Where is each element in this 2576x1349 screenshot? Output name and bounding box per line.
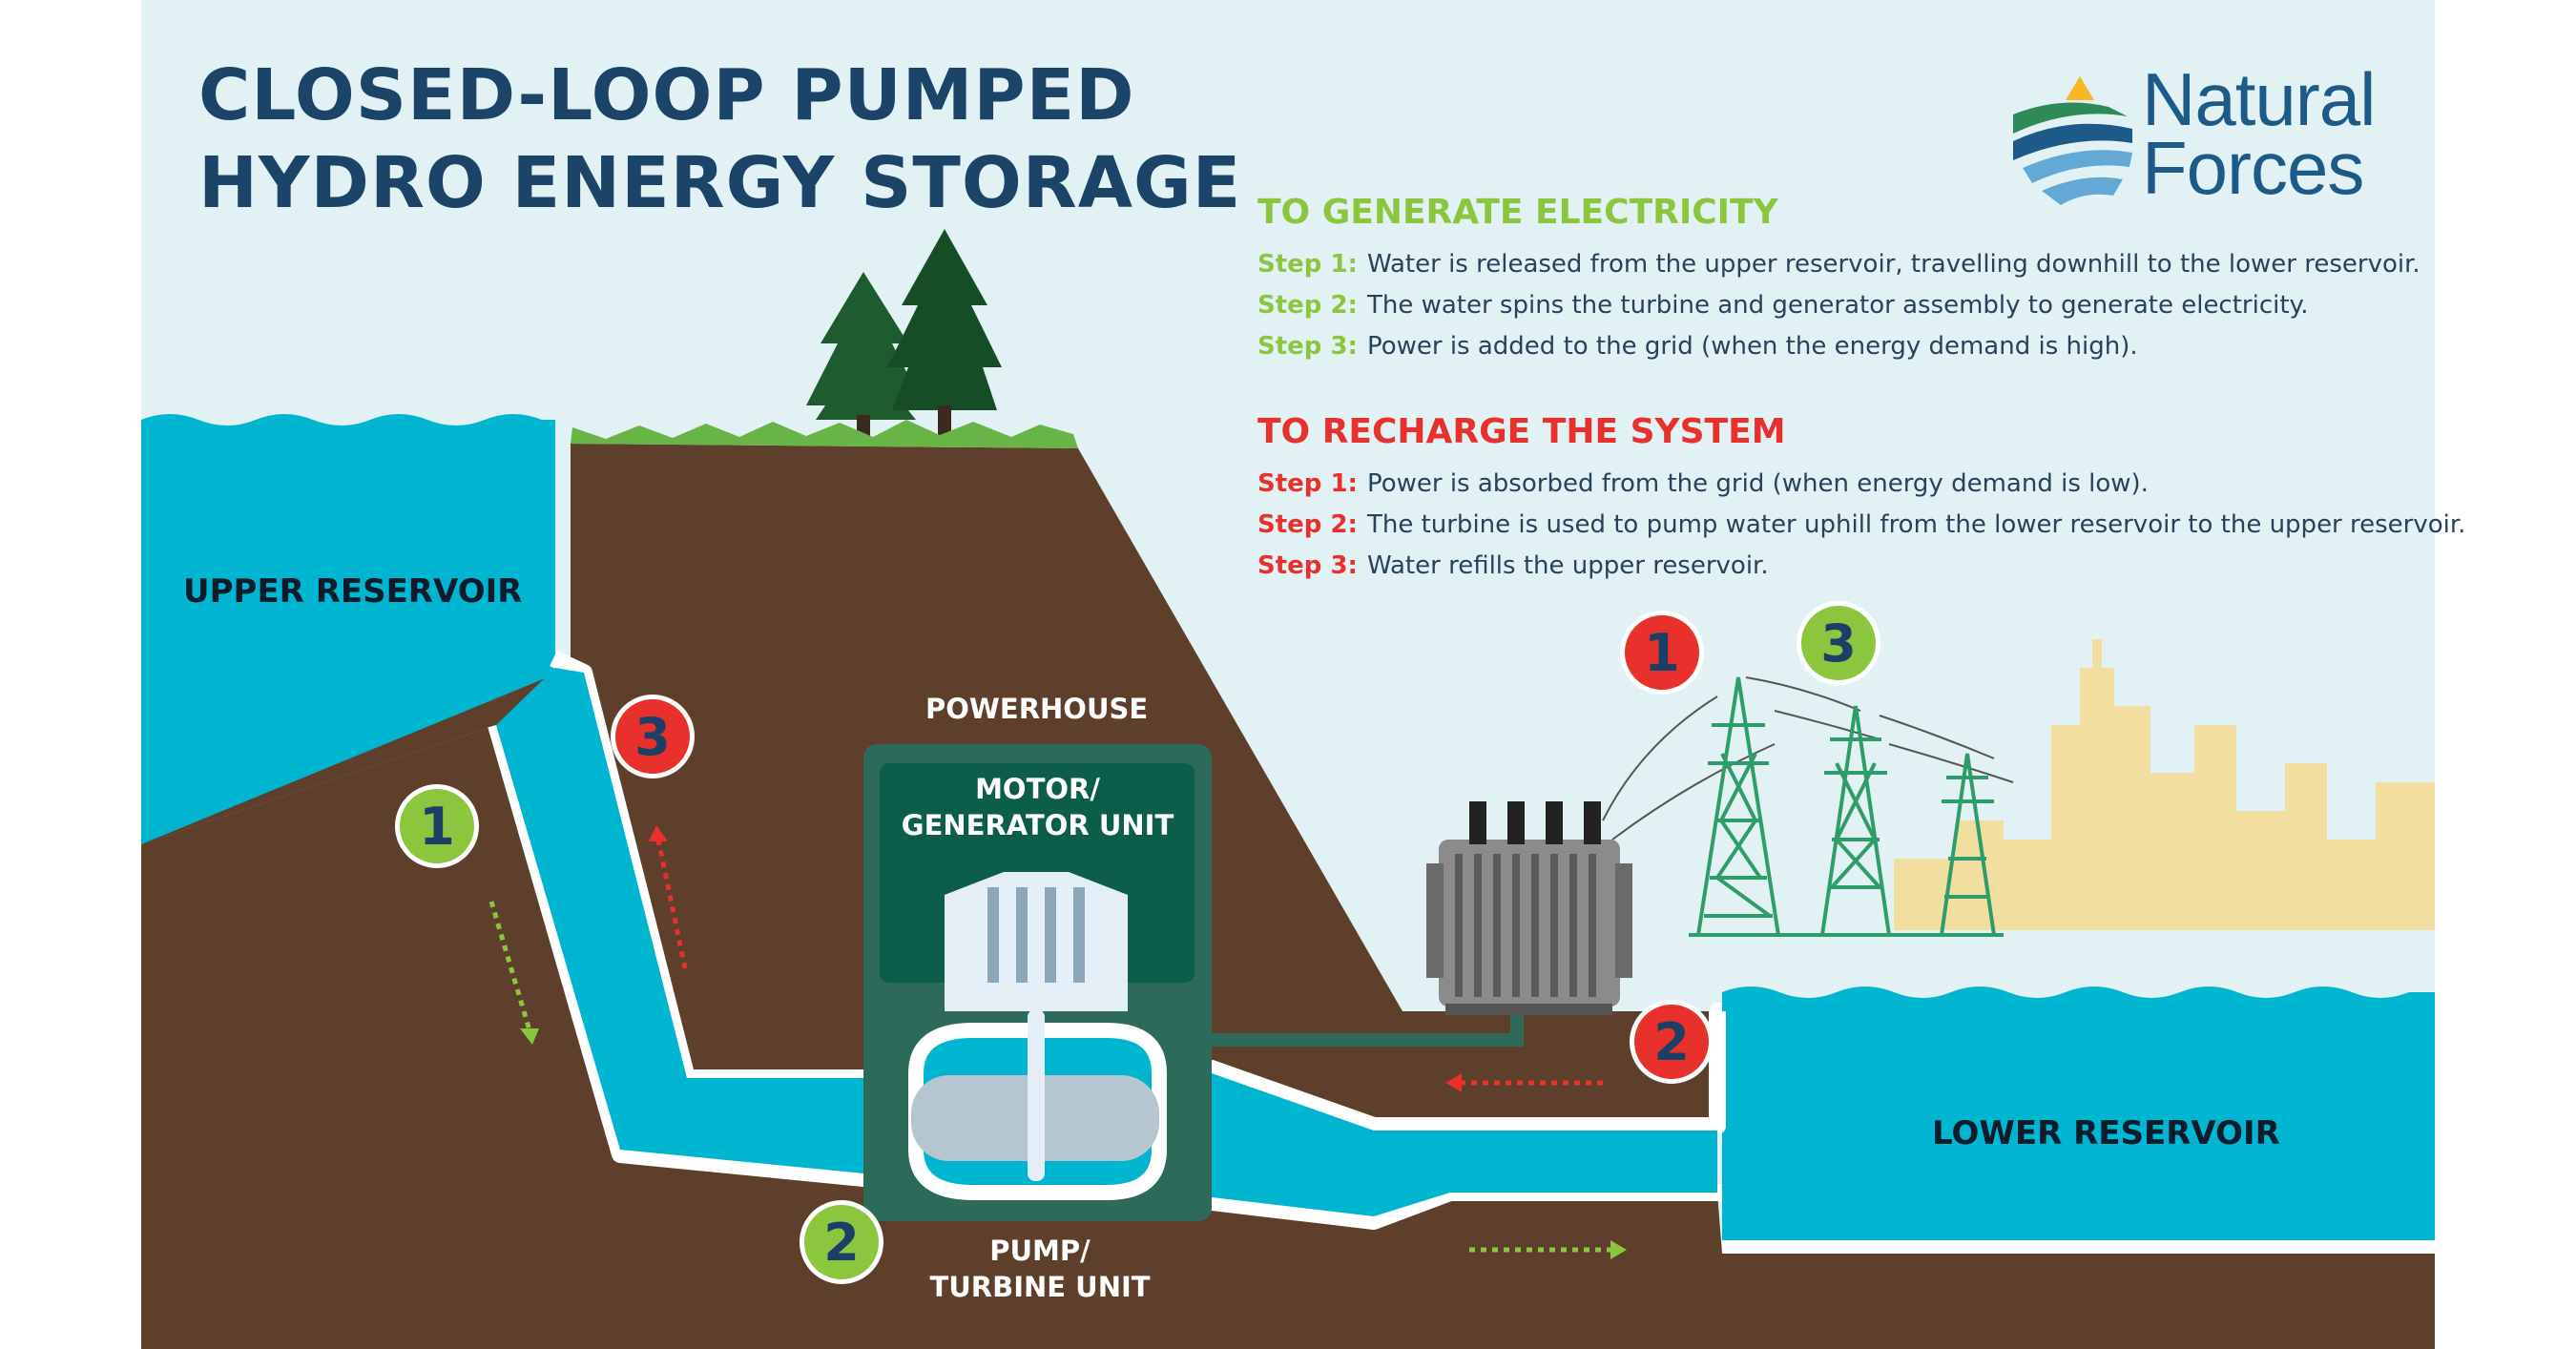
transmission-tower-3 [1940,753,1996,936]
badge-generate-1: 1 [395,784,479,868]
lower-reservoir-label: LOWER RESERVOIR [1932,1114,2280,1152]
page-title: CLOSED-LOOP PUMPED HYDRO ENERGY STORAGE [198,52,1241,227]
flow-arrows [488,839,1612,1253]
upper-reservoir-label: UPPER RESERVOIR [183,572,523,611]
lower-reservoir-edge [1722,1240,2435,1254]
title-line-1: CLOSED-LOOP PUMPED [198,54,1135,136]
badge-generate-2: 2 [800,1200,883,1284]
generate-heading: TO GENERATE ELECTRICITY [1257,193,1778,232]
generate-step-2: Step 2:The water spins the turbine and g… [1257,291,2309,320]
recharge-step-2: Step 2:The turbine is used to pump water… [1257,510,2466,539]
transmission-tower-2 [1820,705,1891,936]
recharge-section: TO RECHARGE THE SYSTEM Step 1:Power is a… [1257,410,2466,587]
arrow-heads [520,825,1627,1259]
generator-icon [945,872,1128,1011]
pump-turbine-label: PUMP/ TURBINE UNIT [929,1235,1151,1303]
tower-ground-line [1689,933,2004,937]
recharge-step-3: Step 3:Water refills the upper reservoir… [1257,551,1769,580]
recharge-heading: TO RECHARGE THE SYSTEM [1257,412,1786,451]
recharge-step-1: Step 1:Power is absorbed from the grid (… [1257,469,2149,498]
badge-recharge-3: 3 [611,695,695,778]
brand-logo: Natural Forces [2142,57,2376,210]
badge-recharge-2: 2 [1630,1000,1714,1084]
generate-step-3: Step 3:Power is added to the grid (when … [1257,332,2138,361]
layered-waves-logo-icon [2013,76,2132,205]
ground-earth [141,725,2435,1349]
title-line-2: HYDRO ENERGY STORAGE [198,142,1242,224]
power-cable [1212,1007,1524,1047]
logo-line-2: Forces [2142,126,2364,210]
transformer-icon [1426,801,1632,1015]
lower-reservoir-water [1722,986,2435,1245]
motor-generator-label: MOTOR/ GENERATOR UNIT [901,773,1174,841]
powerhouse-label: POWERHOUSE [925,693,1149,725]
turbine-shaft [1028,1009,1045,1181]
generator-vents-icon [987,887,1085,983]
generate-section: TO GENERATE ELECTRICITY Step 1:Water is … [1257,191,2460,367]
logo-line-1: Natural [2142,57,2376,141]
transmission-tower-1 [1696,676,1780,936]
badge-generate-3: 3 [1797,601,1880,685]
water-pipe [496,668,1717,1216]
grass-strip [571,420,1078,448]
badge-recharge-1: 1 [1620,611,1704,695]
generate-step-1: Step 1:Water is released from the upper … [1257,250,2420,279]
